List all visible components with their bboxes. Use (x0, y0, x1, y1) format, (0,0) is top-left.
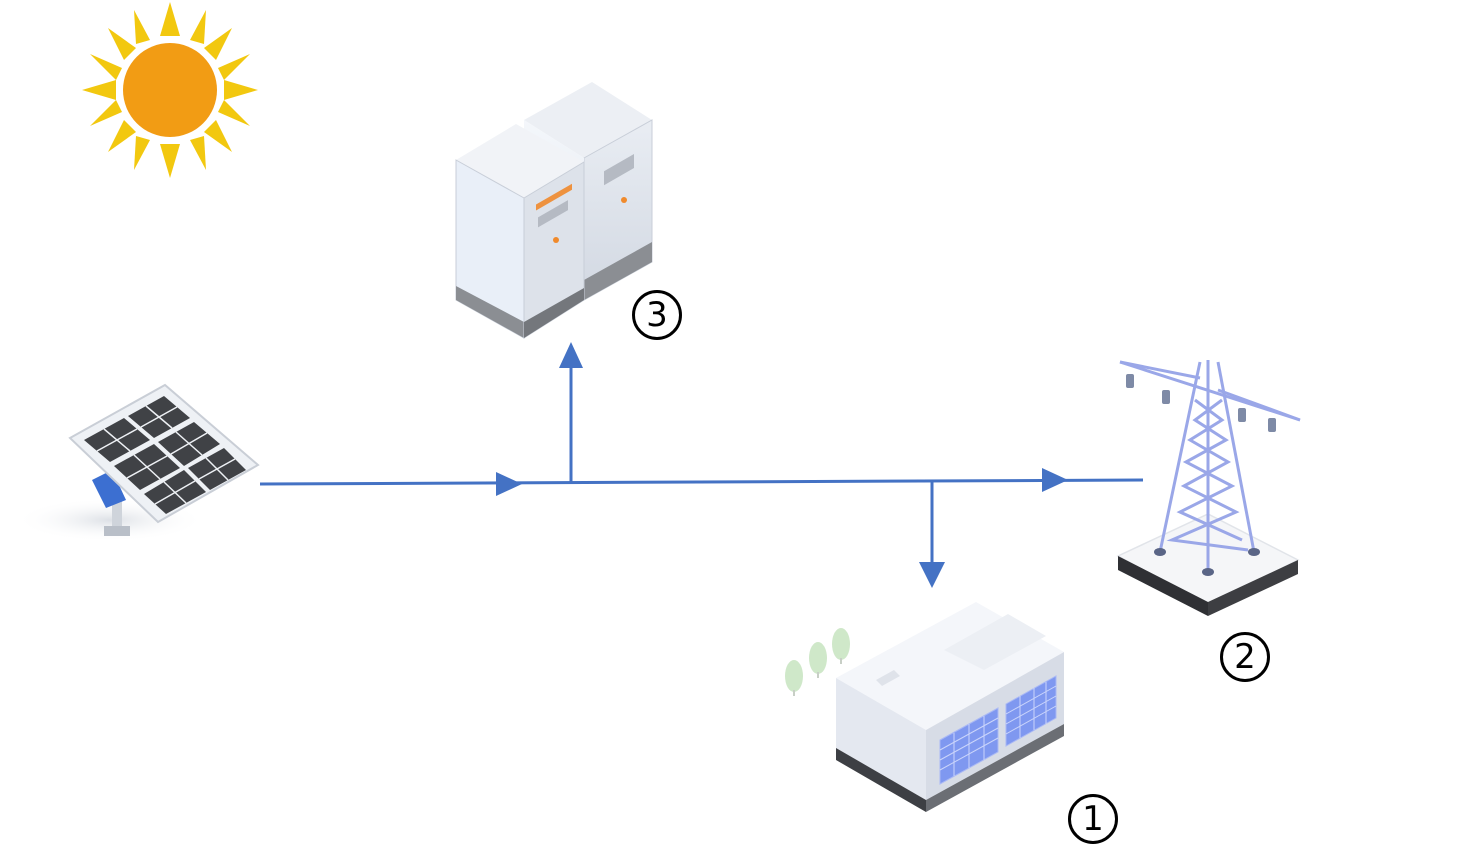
load-number-label: 1 (1068, 794, 1118, 844)
grid-number-label: 2 (1220, 632, 1270, 682)
transmission-tower-icon (1116, 360, 1301, 616)
arrow-right-icon (496, 472, 522, 496)
main-flow-line (259, 478, 1144, 486)
solar-panel-icon (15, 383, 260, 542)
arrow-down-icon (919, 562, 945, 588)
factory-building-icon (785, 602, 1064, 812)
sun-icon (82, 2, 258, 178)
arrow-up-icon (559, 342, 583, 368)
storage-number-label: 3 (632, 290, 682, 340)
arrow-right-icon (1042, 468, 1068, 492)
flow-lines (259, 342, 1144, 588)
battery-storage-icon (455, 82, 653, 339)
